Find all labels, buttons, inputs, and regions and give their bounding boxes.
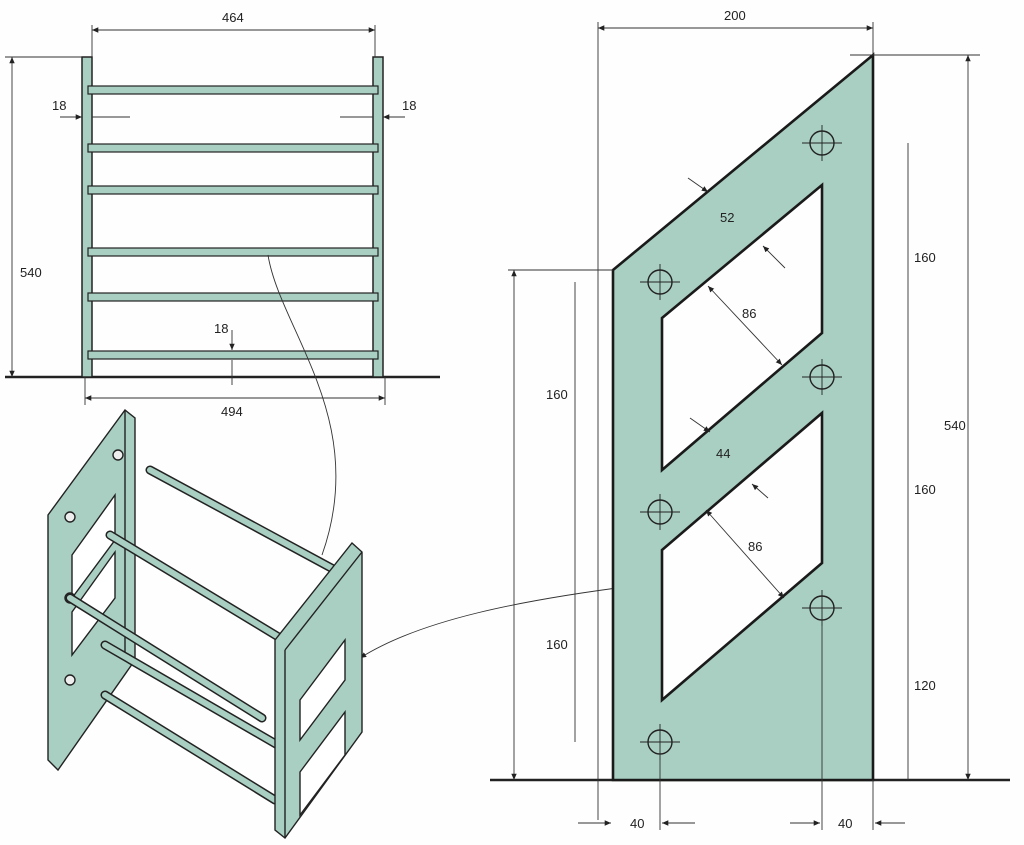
- rail: [87, 143, 379, 153]
- dim-86-lower: 86: [748, 539, 762, 554]
- rail: [87, 292, 379, 302]
- rail: [87, 247, 379, 257]
- dim-18-right: 18: [402, 98, 416, 113]
- dim-160-right-2: 160: [914, 482, 936, 497]
- dim-18-rail: 18: [214, 321, 228, 336]
- dim-540-side: 540: [944, 418, 966, 433]
- dim-52: 52: [720, 210, 734, 225]
- rail: [87, 85, 379, 95]
- dim-18-left: 18: [52, 98, 66, 113]
- dim-160-left-2: 160: [546, 637, 568, 652]
- side-panel-view: 200 540 160 160 120 160 160 52 86 44 86 …: [490, 8, 1010, 831]
- dim-540-front: 540: [20, 265, 42, 280]
- right-post: [372, 56, 384, 378]
- dim-40-right: 40: [838, 816, 852, 831]
- rails: [87, 85, 379, 360]
- side-panel: [611, 52, 875, 782]
- dim-86-upper: 86: [742, 306, 756, 321]
- left-post: [81, 56, 93, 378]
- dim-464: 464: [222, 10, 244, 25]
- dim-44: 44: [716, 446, 730, 461]
- dim-160-left-1: 160: [546, 387, 568, 402]
- dim-120-right: 120: [914, 678, 936, 693]
- dim-40-left: 40: [630, 816, 644, 831]
- isometric-view: [47, 408, 363, 840]
- dim-200: 200: [724, 8, 746, 23]
- dim-160-right-1: 160: [914, 250, 936, 265]
- iso-rods: [65, 465, 340, 805]
- leader-rail: [267, 254, 337, 556]
- rail: [87, 185, 379, 195]
- front-view: 464 540 18 18 18 494: [5, 10, 440, 419]
- dim-494: 494: [221, 404, 243, 419]
- rail: [87, 350, 379, 360]
- leader-panel: [359, 584, 641, 659]
